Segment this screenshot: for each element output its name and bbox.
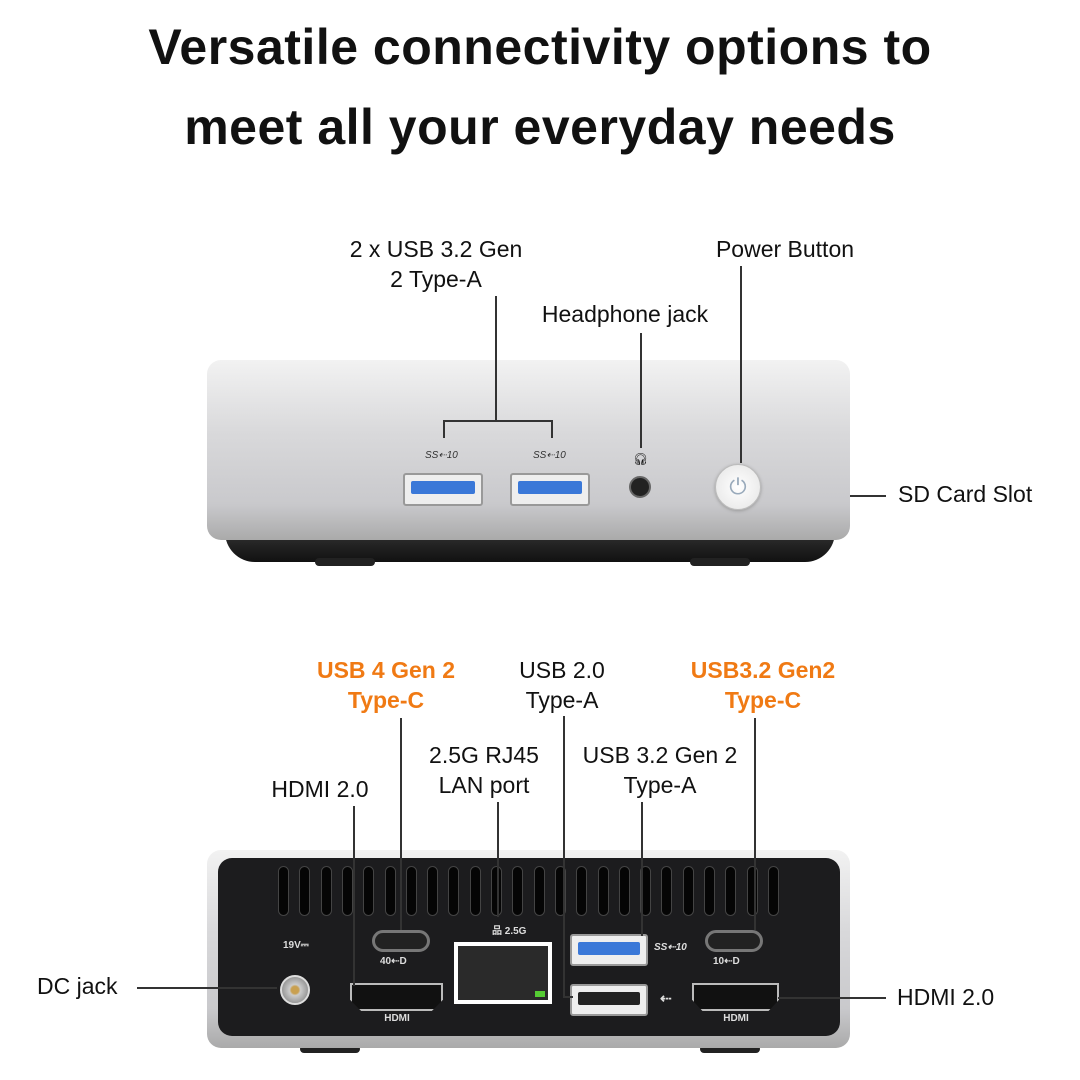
label-line: USB 4 Gen 2	[316, 657, 456, 683]
label-power: Power Button	[715, 236, 855, 262]
label-line: Type-C	[724, 687, 802, 713]
vent-slot	[746, 866, 758, 916]
label-line: 2.5G RJ45	[429, 742, 539, 768]
vent-slot	[469, 866, 481, 916]
vent-slot	[682, 866, 694, 916]
usb-2-0-type-a-port[interactable]	[570, 984, 648, 1016]
vent-slot	[320, 866, 332, 916]
usb-a-port-front-2[interactable]	[510, 473, 590, 506]
vent-slot	[512, 866, 524, 916]
foot	[690, 558, 750, 566]
label-hdmi-left: HDMI 2.0	[271, 776, 369, 802]
rj45-lan-port[interactable]	[454, 942, 552, 1004]
foot	[315, 558, 375, 566]
hdmi-port-left[interactable]	[350, 983, 443, 1011]
vent-slot	[299, 866, 311, 916]
vent-slot	[704, 866, 715, 916]
hdmi-marking: HDMI	[384, 1013, 410, 1024]
power-button[interactable]: ⏻	[715, 464, 761, 510]
dc-marking: 19V⎓	[283, 940, 309, 951]
label-line: USB 2.0	[519, 657, 605, 683]
vent-slot	[491, 866, 502, 916]
vent-slot	[576, 866, 588, 916]
headline-line-2: meet all your everyday needs	[184, 99, 896, 155]
label-line: LAN port	[438, 772, 530, 798]
power-icon: ⏻	[729, 474, 747, 499]
hdmi-marking: HDMI	[723, 1013, 749, 1024]
vent-slot	[341, 866, 353, 916]
usb-icon: ⇠	[660, 990, 672, 1006]
label-dc-jack: DC jack	[37, 973, 118, 999]
vent-slot	[554, 866, 566, 916]
usb32-type-c-port[interactable]	[705, 930, 763, 952]
vent-slot	[533, 866, 545, 916]
vent-slot	[384, 866, 396, 916]
label-line: USB 3.2 Gen 2	[582, 742, 738, 768]
vent-slot	[661, 866, 673, 916]
headphone-jack[interactable]	[629, 476, 651, 498]
vent-slot	[767, 866, 779, 916]
label-usb32-a: USB 3.2 Gen 2 Type-A	[583, 740, 738, 800]
vent-slot	[640, 866, 652, 916]
label-usb-front: 2 x USB 3.2 Gen 2 Type-A	[350, 234, 523, 294]
headphone-icon: 🎧︎	[633, 452, 649, 466]
lan-marking: 2.5G	[504, 926, 527, 937]
lan-icon: 品 2.5G	[492, 926, 527, 937]
vent-slot	[448, 866, 460, 916]
label-line: Type-A	[525, 687, 599, 713]
usb-ss-marking: SS⇠10	[425, 450, 458, 461]
label-line: Type-A	[623, 772, 697, 798]
front-panel	[207, 360, 850, 540]
foot	[300, 1045, 360, 1053]
label-line: Type-C	[347, 687, 425, 713]
headline-line-1: Versatile connectivity options to	[148, 19, 932, 75]
usb-a-port-front-1[interactable]	[403, 473, 483, 506]
label-sd-card: SD Card Slot	[898, 481, 1033, 507]
vent-slot	[427, 866, 439, 916]
usb32-marking: SS⇠10	[654, 942, 687, 953]
vent-slot	[405, 866, 417, 916]
label-line: 2 x USB 3.2 Gen	[349, 236, 523, 262]
hdmi-port-right[interactable]	[692, 983, 779, 1011]
dc-jack-port[interactable]	[280, 975, 310, 1005]
label-line: USB3.2 Gen2	[690, 657, 836, 683]
label-headphone: Headphone jack	[541, 301, 709, 327]
usb-ss-marking: SS⇠10	[533, 450, 566, 461]
vent-slot	[363, 866, 375, 916]
vent-slot	[618, 866, 630, 916]
usb-3-2-type-a-port[interactable]	[570, 934, 648, 966]
label-usb4: USB 4 Gen 2 Type-C	[317, 655, 455, 715]
usbc-marking: 10⇠D	[713, 956, 740, 967]
vent-slot	[278, 866, 289, 916]
foot	[700, 1045, 760, 1053]
vent-slot	[597, 866, 609, 916]
vent-slot	[725, 866, 737, 916]
usb4-marking: 40⇠D	[380, 956, 407, 967]
usb4-type-c-port[interactable]	[372, 930, 430, 952]
label-line: 2 Type-A	[390, 266, 482, 292]
label-hdmi-right: HDMI 2.0	[897, 984, 995, 1010]
